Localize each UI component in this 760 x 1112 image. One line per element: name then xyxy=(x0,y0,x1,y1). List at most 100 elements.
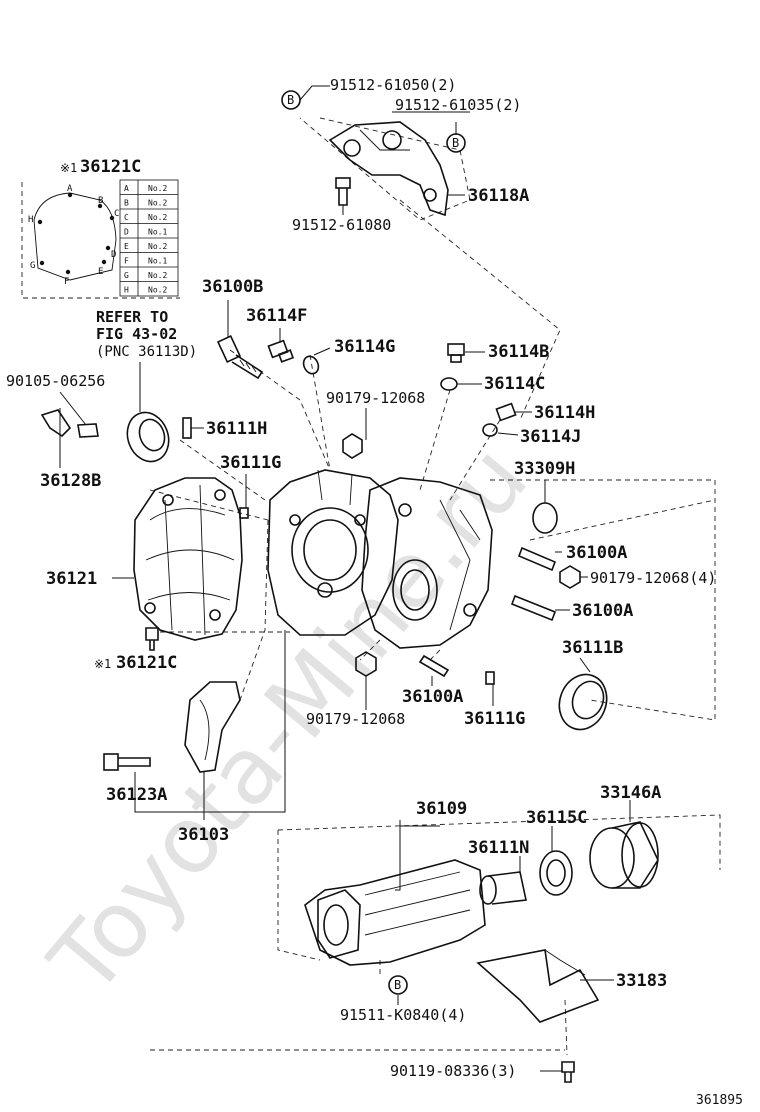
callout-33183: 33183 xyxy=(616,971,667,991)
callout-36111H: 36111H xyxy=(206,419,267,439)
inset-bolt-pattern xyxy=(21,179,180,299)
leader-lines xyxy=(59,85,631,1072)
svg-text:No.2: No.2 xyxy=(148,184,167,193)
svg-text:H: H xyxy=(124,286,129,295)
svg-text:D: D xyxy=(111,250,116,260)
svg-text:F: F xyxy=(124,257,129,266)
callout-91512-61035: 91512-61035(2) xyxy=(395,96,521,114)
bracket-33183 xyxy=(476,949,600,1023)
marker-b-3: B xyxy=(388,975,408,995)
callout-36121: 36121 xyxy=(46,569,97,589)
callout-36100A-3: 36100A xyxy=(402,687,463,707)
callout-90105-06256: 90105-06256 xyxy=(6,372,105,390)
ring-33309H xyxy=(532,502,558,534)
bracket-36128B xyxy=(40,409,99,438)
bolt-36121C xyxy=(145,627,159,651)
cover-36121 xyxy=(133,477,243,641)
callout-36121C-lower: 36121C xyxy=(116,653,177,673)
svg-text:E: E xyxy=(124,242,129,251)
svg-text:No.2: No.2 xyxy=(148,242,167,251)
stud-36100A-2 xyxy=(510,594,557,622)
svg-text:B: B xyxy=(287,93,294,107)
svg-text:G: G xyxy=(124,271,129,280)
pin-36111G-lower xyxy=(485,671,495,685)
bolt-36123A xyxy=(103,753,151,771)
nut-90179-12068-lower xyxy=(355,651,377,677)
callout-36114J: 36114J xyxy=(520,427,581,447)
svg-text:FIG 43-02: FIG 43-02 xyxy=(96,325,177,343)
callout-36123A: 36123A xyxy=(106,785,167,805)
svg-text:(PNC 36113D): (PNC 36113D) xyxy=(96,344,197,360)
gasket-36114C xyxy=(440,377,458,391)
housing-36109 xyxy=(304,859,486,966)
svg-text:REFER TO: REFER TO xyxy=(96,308,168,326)
svg-text:B: B xyxy=(98,196,103,206)
svg-text:C: C xyxy=(124,213,129,222)
svg-text:No.2: No.2 xyxy=(148,199,167,208)
svg-text:※1: ※1 xyxy=(60,161,77,175)
callout-labels: 91512-61050(2) 91512-61035(2) 36118A 915… xyxy=(6,76,716,1080)
svg-text:A: A xyxy=(67,184,73,194)
callout-90179-12068-lower: 90179-12068 xyxy=(306,710,405,728)
marker-b-2: B xyxy=(446,133,466,153)
callout-36114G: 36114G xyxy=(334,337,395,357)
callout-91512-61050: 91512-61050(2) xyxy=(330,76,456,94)
seal-36111B xyxy=(558,673,608,731)
callout-36114B: 36114B xyxy=(488,342,549,362)
nut-90179-12068-4 xyxy=(559,565,581,589)
svg-text:C: C xyxy=(114,209,119,219)
svg-text:No.2: No.2 xyxy=(148,271,167,280)
callout-33146A: 33146A xyxy=(600,783,661,803)
gasket-36114J xyxy=(482,423,498,437)
callout-36114F: 36114F xyxy=(246,306,307,326)
svg-text:D: D xyxy=(124,228,129,237)
callout-90119-08336: 90119-08336(3) xyxy=(390,1062,516,1080)
guard-36103 xyxy=(184,681,241,773)
marker-b-1: B xyxy=(281,90,301,110)
bolt-90119-08336 xyxy=(561,1061,575,1083)
svg-text:No.1: No.1 xyxy=(148,228,167,237)
refer-note: REFER TO FIG 43-02 (PNC 36113D) xyxy=(96,308,197,360)
stud-36100A-3 xyxy=(418,654,450,678)
callout-36103: 36103 xyxy=(178,825,229,845)
stud-36100A-1 xyxy=(517,546,557,572)
callout-36118A: 36118A xyxy=(468,186,529,206)
bracket-36118A xyxy=(328,121,449,217)
oil-seal-left xyxy=(126,411,170,463)
svg-text:H: H xyxy=(28,215,33,225)
callout-90179-12068-4: 90179-12068(4) xyxy=(590,569,716,587)
callout-33309H: 33309H xyxy=(514,459,575,479)
svg-text:F: F xyxy=(64,277,69,287)
inset-labels: ※1 36121C A B C D E F G H A No.2 B No.2 … xyxy=(28,157,167,295)
cover-33146A xyxy=(589,821,659,889)
transfer-case-front xyxy=(267,469,399,636)
callout-36100A-2: 36100A xyxy=(572,601,633,621)
callout-36114H: 36114H xyxy=(534,403,595,423)
plug-36114H xyxy=(495,402,517,422)
plug-36114B xyxy=(447,343,465,363)
callout-91511-K0840: 91511-K0840(4) xyxy=(340,1006,466,1024)
callout-36109: 36109 xyxy=(416,799,467,819)
note-mark-lower: ※1 xyxy=(94,657,111,671)
callout-36128B: 36128B xyxy=(40,471,101,491)
svg-text:G: G xyxy=(30,261,35,271)
pin-36111H xyxy=(182,417,192,439)
gasket-36114G xyxy=(302,355,320,375)
svg-text:B: B xyxy=(124,199,129,208)
inset-title: 36121C xyxy=(80,157,141,177)
figure-number: 361895 xyxy=(696,1093,743,1108)
callout-36115C: 36115C xyxy=(526,808,587,828)
callout-36111N: 36111N xyxy=(468,838,529,858)
sleeve-36111N xyxy=(479,871,527,905)
callout-36111G-upper: 36111G xyxy=(220,453,281,473)
transfer-case-rear xyxy=(361,477,493,649)
svg-text:No.2: No.2 xyxy=(148,213,167,222)
svg-text:No.1: No.1 xyxy=(148,257,167,266)
callout-91512-61080: 91512-61080 xyxy=(292,216,391,234)
callout-36114C: 36114C xyxy=(484,374,545,394)
bearing-36115C xyxy=(539,850,573,896)
callout-36111G-lower: 36111G xyxy=(464,709,525,729)
bolt-36100B xyxy=(216,335,264,380)
